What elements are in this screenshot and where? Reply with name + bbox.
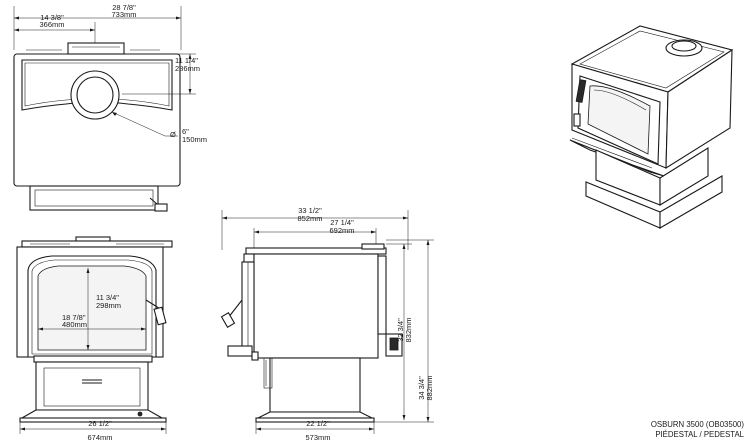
- front-view: 11 3/4" 298mm 18 7/8" 480mm 26 1/2" 674m…: [16, 236, 173, 441]
- overall-depth-mm: 852mm: [297, 214, 322, 223]
- top-width-mm: 733mm: [111, 10, 136, 19]
- model-caption: OSBURN 3500 (OB03500): [651, 420, 745, 429]
- flue-offset-in: 14 3/8": [40, 13, 64, 22]
- base-depth-mm: 573mm: [305, 433, 330, 441]
- flue-offset-mm: 366mm: [39, 20, 64, 29]
- top-view: 28 7/8" 733mm 14 3/8" 366mm 11 1/4" 286m…: [13, 3, 207, 212]
- base-width-mm: 674mm: [87, 433, 112, 441]
- glass-height-in: 11 3/4": [96, 293, 119, 302]
- base-width-in: 26 1/2": [88, 419, 112, 428]
- flue-depth-in: 27 1/4": [330, 218, 354, 227]
- flue-height-mm: 832mm: [404, 317, 413, 342]
- flue-height-in: 32 3/4": [396, 318, 405, 342]
- top-depth-mm: 286mm: [175, 64, 200, 73]
- overall-depth-in: 33 1/2": [298, 206, 322, 215]
- overall-height-in: 34 3/4": [417, 376, 426, 400]
- overall-height-mm: 882mm: [425, 375, 434, 400]
- variant-caption: PIÉDESTAL / PEDESTAL: [655, 430, 744, 439]
- glass-width-mm: 480mm: [62, 320, 87, 329]
- base-depth-in: 22 1/2": [306, 419, 330, 428]
- flue-dia-symbol: Ø: [170, 130, 176, 139]
- glass-width-in: 18 7/8": [62, 313, 86, 322]
- isometric-view: [569, 25, 734, 229]
- flue-depth-mm: 692mm: [329, 226, 354, 235]
- flue-dia-mm: 150mm: [182, 135, 207, 144]
- side-view: 33 1/2" 852mm 27 1/4" 692mm: [220, 206, 434, 441]
- top-depth-in: 11 1/4": [175, 56, 198, 65]
- top-width-in: 28 7/8": [112, 3, 136, 12]
- glass-height-mm: 298mm: [96, 301, 121, 310]
- flue-dia-in: 6": [182, 127, 189, 136]
